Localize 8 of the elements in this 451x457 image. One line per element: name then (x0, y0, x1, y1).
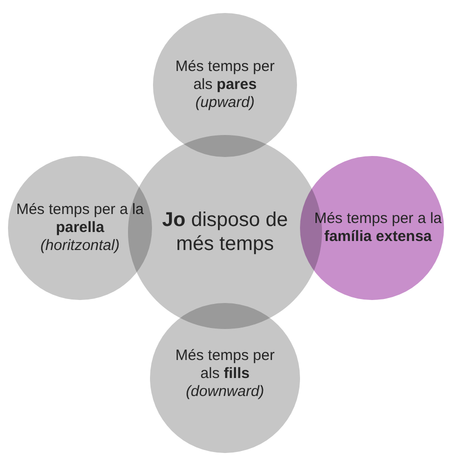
circle-label: Més temps per a la família extensa (313, 210, 443, 246)
circle-subtitle: (horitzontal) (39, 237, 121, 255)
circle-label: Més temps per als pares (174, 58, 276, 94)
circle-label: Més temps per als fills (174, 347, 276, 383)
circle-subtitle: (upward) (194, 94, 256, 112)
circle-subtitle: (downward) (184, 383, 266, 401)
circle-label: Més temps per a la parella (15, 201, 145, 237)
circle-label: Jo disposo de més temps (161, 208, 289, 256)
